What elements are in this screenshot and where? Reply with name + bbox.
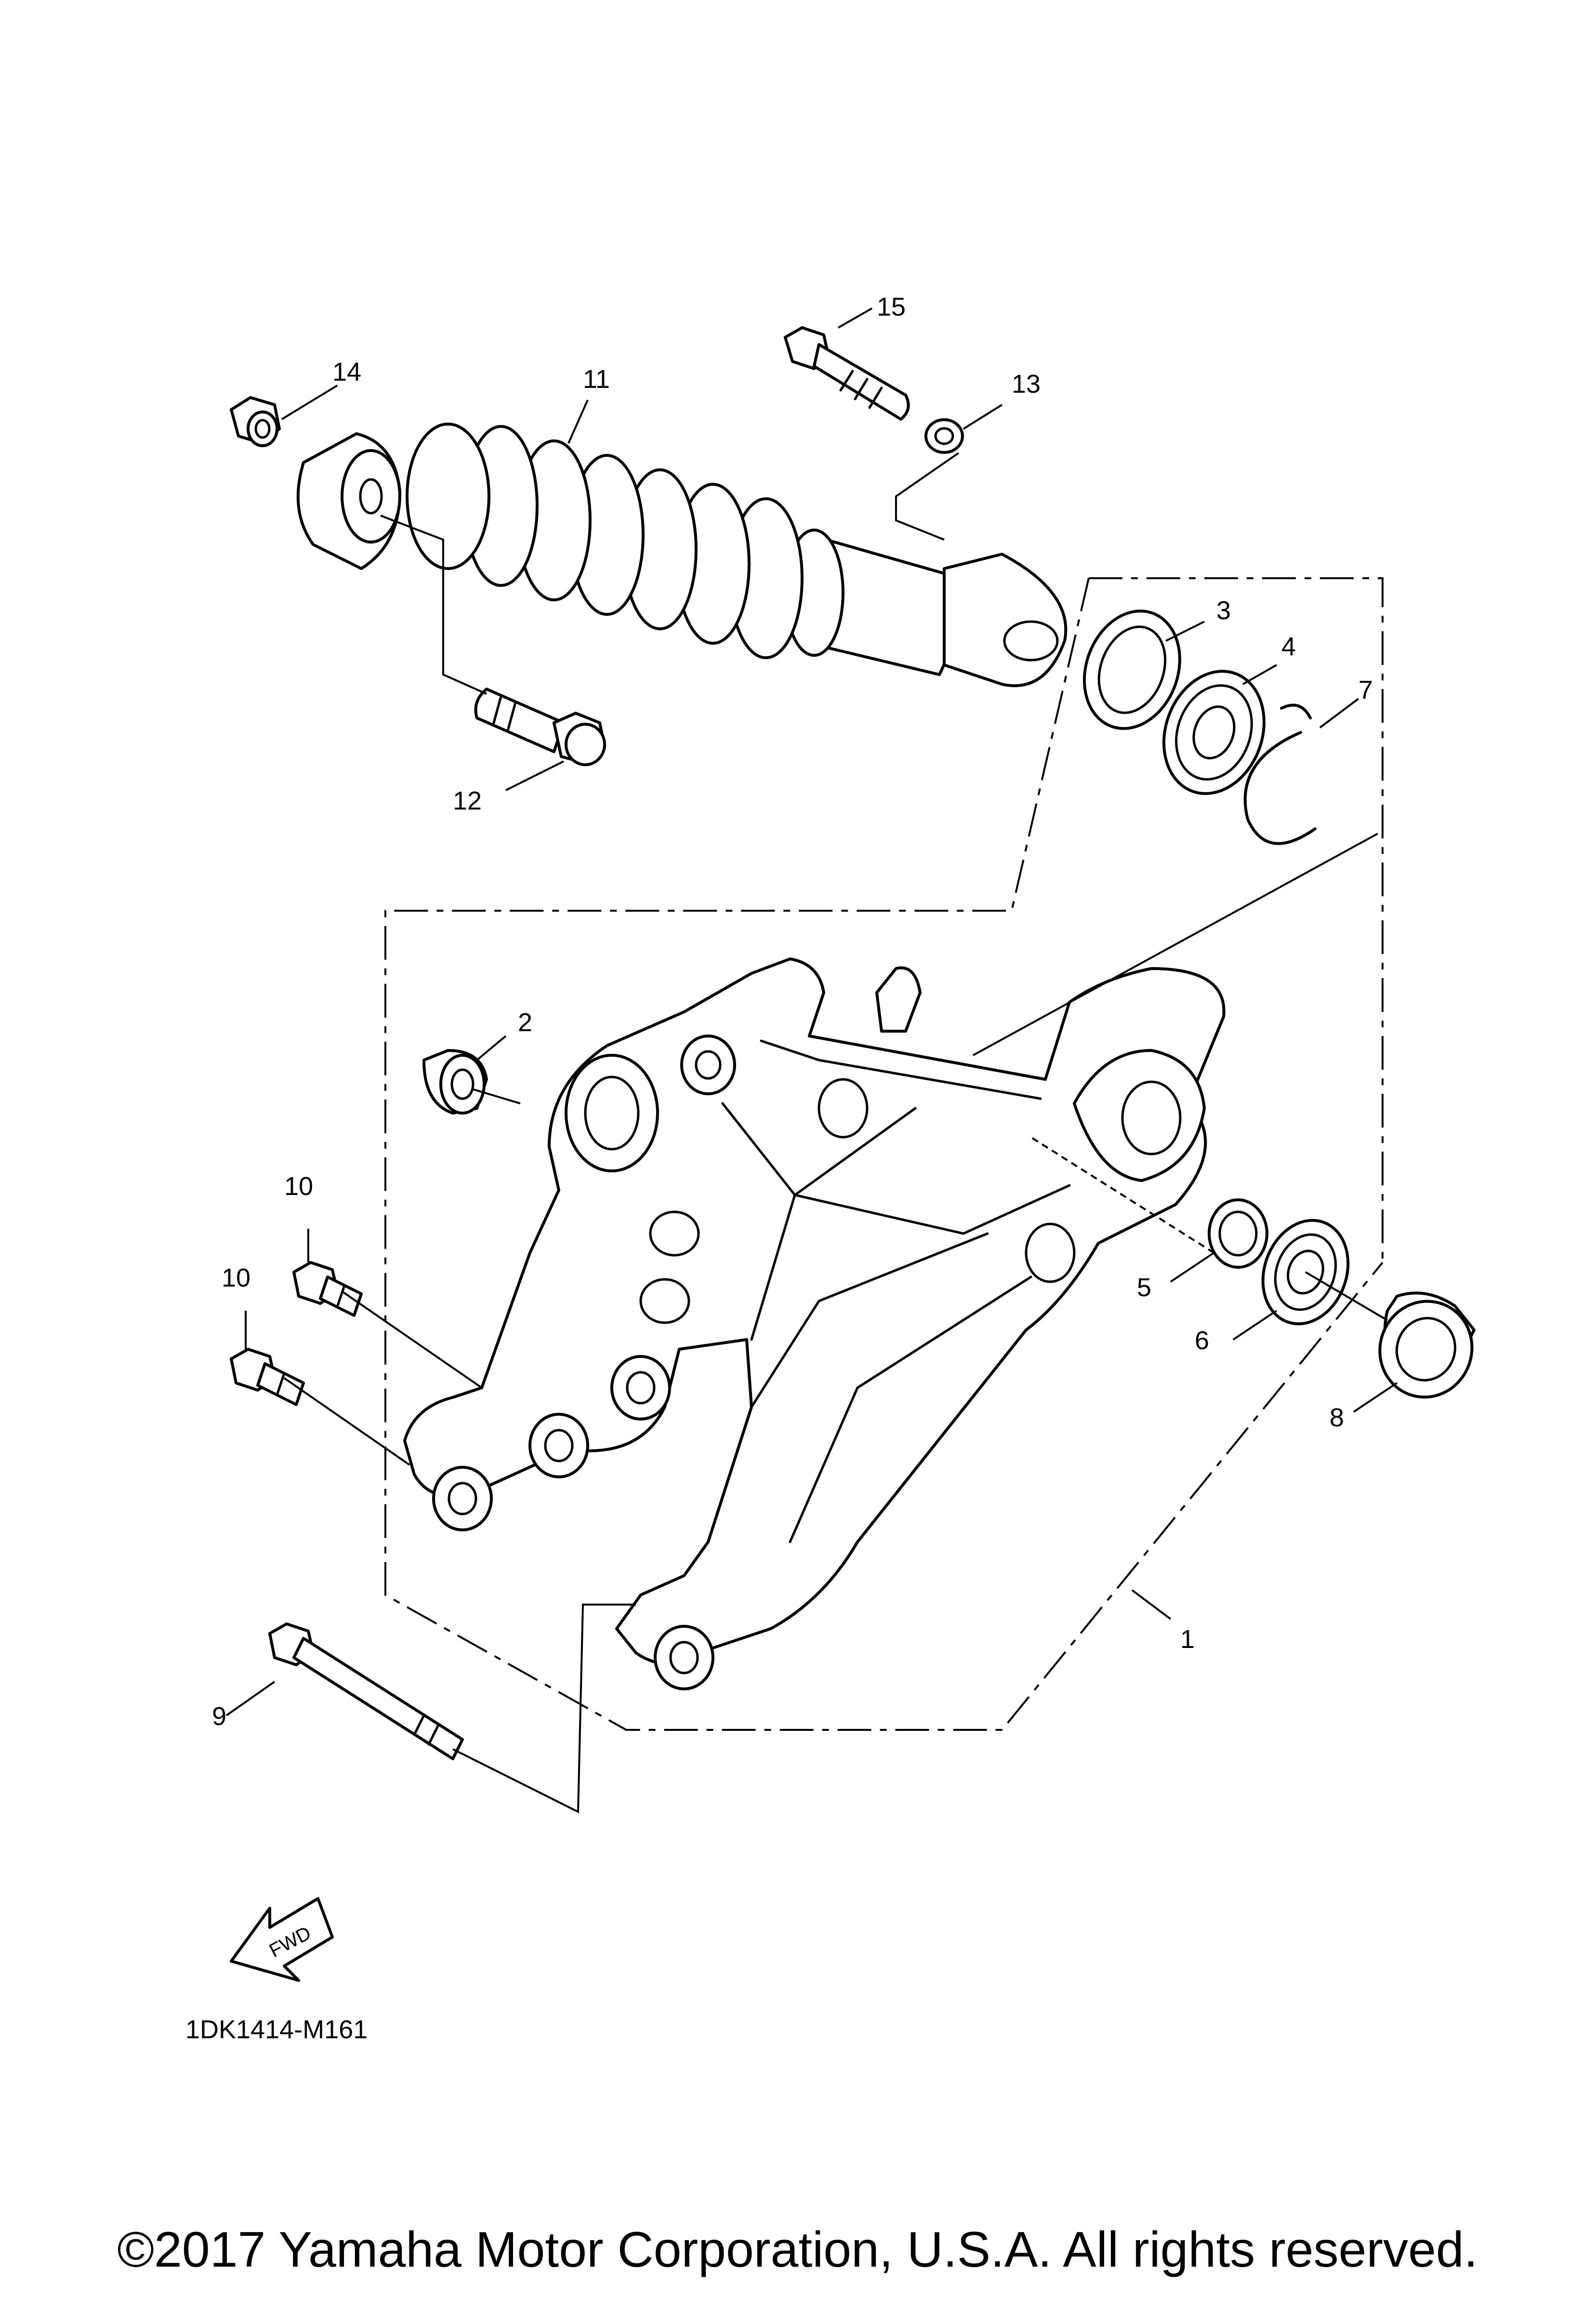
assembly-dashed-outline [384,577,1384,1731]
bolt-10-lower [230,1348,305,1406]
rear-arm-1 [403,957,1226,1690]
washer-13 [924,418,964,454]
pivot-bolt-9 [268,1622,464,1760]
collar-5 [1208,1198,1268,1269]
bolt-10-upper [292,1261,363,1317]
copyright-notice: ©2017 Yamaha Motor Corporation, U.S.A. A… [117,2222,1478,2278]
callout-15: 15 [877,292,906,321]
bearing-4 [1162,670,1265,795]
collar-2 [422,1049,488,1115]
callout-11: 11 [583,365,610,394]
callout-9: 9 [212,1702,226,1731]
bolt-12 [474,688,606,766]
callout-7: 7 [1358,676,1373,704]
callout-6: 6 [1195,1326,1209,1355]
callout-5: 5 [1137,1273,1151,1302]
callout-2: 2 [518,1008,532,1037]
bolt-15 [784,326,910,421]
flange-nut-14 [230,396,281,447]
fwd-arrow-icon: FWD [230,1897,334,1982]
callout-8: 8 [1330,1403,1344,1432]
callout-3: 3 [1216,596,1231,625]
callout-4: 4 [1281,632,1296,661]
callout-10-lower: 10 [222,1263,250,1292]
callout-numbers: 1 2 3 4 5 6 7 8 9 10 10 11 12 13 14 15 [212,292,1373,1731]
callout-14: 14 [332,358,361,386]
callout-1: 1 [1180,1625,1195,1654]
callout-13: 13 [1012,370,1041,398]
oil-seal-3 [1083,610,1181,730]
callout-12: 12 [453,786,482,815]
circlip-7 [1243,704,1317,845]
leader-lines [225,307,1398,1814]
cap-8 [1378,1291,1476,1399]
rear-shock-absorber [296,423,1068,688]
callout-10-upper: 10 [284,1172,313,1201]
diagram-code: 1DK1414-M161 [185,2015,368,2044]
